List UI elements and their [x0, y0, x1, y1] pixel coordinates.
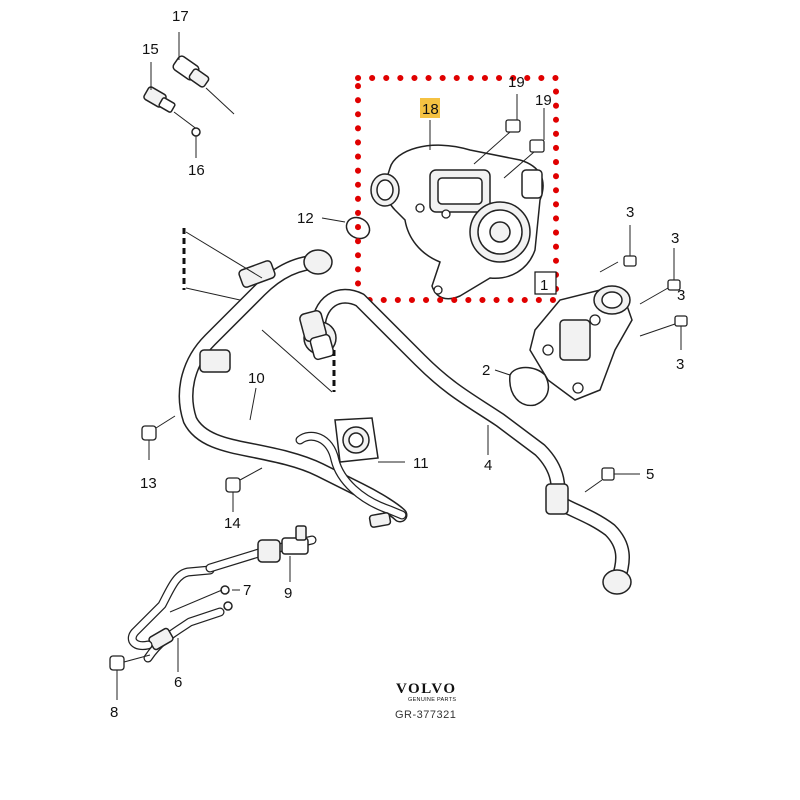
sensor-17[interactable]	[172, 32, 235, 115]
callout-15[interactable]: 15	[142, 41, 159, 58]
callout-12[interactable]: 12	[297, 210, 314, 227]
callout-7[interactable]: 7	[243, 582, 251, 599]
bolt-19-b[interactable]	[503, 108, 545, 179]
bolt-3-d[interactable]	[599, 261, 619, 273]
callout-14[interactable]: 14	[224, 515, 241, 532]
callout-3-b[interactable]: 3	[671, 230, 679, 247]
callout-3-d[interactable]: 3	[676, 356, 684, 373]
callout-3-a[interactable]: 3	[626, 204, 634, 221]
genuine-parts-text: GENUINE PARTS	[408, 697, 456, 703]
callout-11[interactable]: 11	[413, 455, 429, 472]
bolt-19-a[interactable]	[473, 94, 521, 165]
pipe-connector[interactable]	[295, 431, 407, 528]
bolt-3-c[interactable]	[639, 315, 688, 350]
diagram-reference: GR-377321	[395, 709, 456, 721]
leader-line-b	[185, 287, 241, 301]
bolt-14[interactable]	[225, 467, 263, 512]
leader-line-a	[185, 231, 263, 279]
hose-clip[interactable]	[299, 310, 335, 361]
callout-6[interactable]: 6	[174, 674, 182, 691]
part-18-assembly[interactable]	[370, 120, 544, 300]
seal-12[interactable]	[321, 213, 373, 242]
sensor-15[interactable]	[143, 62, 199, 131]
clip-7[interactable]	[169, 585, 240, 613]
callout-19-b[interactable]: 19	[535, 92, 552, 109]
callout-8[interactable]: 8	[110, 704, 118, 721]
selected-part-highlight	[355, 75, 559, 303]
callout-18[interactable]: 18	[422, 101, 439, 118]
connector-9[interactable]	[205, 525, 317, 582]
bolt-3-b[interactable]	[639, 248, 681, 305]
callout-17[interactable]: 17	[172, 8, 189, 25]
callout-4[interactable]: 4	[484, 457, 492, 474]
bolt-13[interactable]	[141, 415, 176, 460]
gasket-2[interactable]	[494, 366, 550, 407]
leader-line-c	[261, 329, 333, 393]
flange-11[interactable]	[334, 417, 405, 463]
pipe-6[interactable]	[143, 607, 225, 672]
callout-2[interactable]: 2	[482, 362, 490, 379]
pipe-upper-small[interactable]	[127, 565, 215, 651]
callout-10[interactable]: 10	[248, 370, 265, 387]
callout-19-a[interactable]: 19	[508, 74, 525, 91]
bolt-8[interactable]	[109, 654, 151, 700]
washer-16[interactable]	[191, 127, 201, 158]
callout-1[interactable]: 1	[540, 277, 548, 294]
volvo-logo-text: VOLVO	[396, 681, 457, 697]
callout-1-box	[534, 271, 557, 295]
callout-16[interactable]: 16	[188, 162, 205, 179]
callout-9[interactable]: 9	[284, 585, 292, 602]
hose-10[interactable]	[178, 249, 408, 523]
thermostat-housing[interactable]	[529, 285, 633, 401]
callout-5[interactable]: 5	[646, 466, 654, 483]
bolt-5[interactable]	[584, 467, 640, 493]
callout-3-c[interactable]: 3	[677, 287, 685, 304]
hose-4[interactable]	[303, 288, 632, 595]
callout-18-highlight	[420, 98, 440, 118]
callout-13[interactable]: 13	[140, 475, 157, 492]
bolt-3-a[interactable]	[623, 225, 637, 267]
